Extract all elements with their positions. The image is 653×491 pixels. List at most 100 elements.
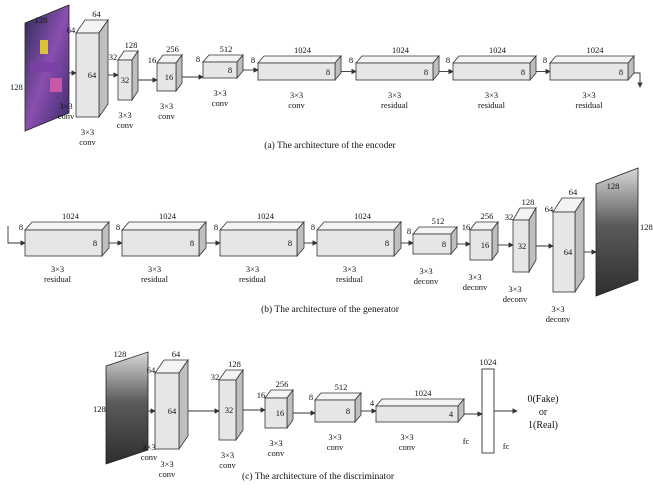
seg-region-1	[30, 62, 60, 72]
discriminator-block-3-depth-label: 8	[308, 392, 314, 402]
output-fake-label: 0(Fake)	[527, 394, 559, 405]
encoder-block-0-front	[75, 32, 100, 118]
generator-output-height-label: 128	[640, 222, 653, 232]
discriminator-block-2-height-label: 256	[275, 379, 289, 389]
generator-block-6-front	[512, 219, 530, 273]
generator-block-3-depth-label: 8	[310, 222, 316, 232]
generator-block-7-width-label: 64	[563, 247, 573, 257]
discriminator-block-4-front	[375, 405, 459, 423]
discriminator-block-4-height-label: 1024	[414, 388, 432, 398]
encoder-block-4-height-label: 1024	[294, 45, 311, 55]
encoder-exit-arrow	[634, 72, 643, 88]
discriminator-output: 0(Fake) or 1(Real)	[527, 393, 558, 432]
encoder-block-7-front	[549, 62, 629, 81]
encoder-block-1-height-label: 128	[124, 40, 138, 50]
generator-block-2-top	[219, 221, 305, 231]
generator-block-7-depth-label: 64	[544, 204, 554, 214]
discriminator-block-0-depth-label: 64	[146, 365, 156, 375]
discriminator-fc-height-label: 1024	[479, 357, 497, 367]
generator-block-7-height-label: 64	[568, 187, 578, 197]
generator-block-5-depth-label: 16	[461, 222, 471, 232]
discriminator-block-1-side	[235, 368, 244, 442]
generator-block-7-front	[552, 211, 576, 293]
generator-block-3-top	[316, 221, 402, 231]
encoder-block-0-height-label: 64	[92, 9, 101, 19]
discriminator-block-3-height-label: 512	[334, 382, 348, 392]
encoder-block-2-width-label: 16	[164, 72, 174, 82]
output-or-label: or	[538, 407, 548, 418]
discriminator-caption: (c) The architecture of the discriminato…	[241, 472, 395, 482]
discriminator-block-0-height-label: 64	[171, 349, 181, 359]
encoder-block-1-side	[131, 49, 139, 102]
encoder-block-5-front	[355, 62, 434, 81]
generator-block-3-width-label: 8	[384, 238, 390, 248]
discriminator-block-3-width-label: 8	[345, 406, 351, 416]
generator-block-0-front	[24, 229, 103, 257]
generator-block-4-height-label: 512	[431, 216, 445, 226]
discriminator-block-2-depth-label: 16	[256, 390, 266, 400]
discriminator-block-3-front	[314, 399, 356, 423]
encoder-block-0-width-label: 64	[87, 70, 97, 80]
discriminator-block-2-width-label: 16	[275, 408, 285, 418]
generator-block-6-depth-label: 32	[504, 212, 514, 222]
encoder-block-3-height-label: 512	[219, 44, 233, 54]
encoder-block-3-width-label: 8	[227, 65, 233, 75]
generator-block-5-front	[469, 229, 493, 261]
discriminator-block-3-top	[314, 392, 362, 401]
encoder-block-7-top	[549, 55, 635, 64]
encoder-block-6-height-label: 1024	[489, 45, 506, 55]
encoder-block-2-depth-label: 16	[147, 55, 157, 65]
encoder-caption: (a) The architecture of the encoder	[264, 141, 396, 151]
encoder-block-3-top	[202, 54, 244, 63]
generator-block-4-front	[412, 233, 452, 255]
discriminator-block-4-top	[375, 398, 465, 407]
discriminator-block-0-front	[154, 372, 180, 450]
encoder-block-6-depth-label: 8	[445, 55, 451, 65]
generator-block-4-top	[412, 226, 458, 235]
generator-block-0-width-label: 8	[92, 238, 98, 248]
generator-block-4-width-label: 8	[441, 239, 447, 249]
generator-block-6-width-label: 32	[517, 241, 527, 251]
discriminator-block-0-side	[178, 358, 189, 451]
generator-output-width-label: 128	[606, 181, 620, 191]
discriminator-input-width-label: 128	[113, 349, 127, 359]
output-real-label: 1(Real)	[527, 420, 558, 431]
encoder-input-width-label: 128	[34, 15, 48, 25]
discriminator-block-1-depth-label: 32	[210, 372, 220, 382]
generator-block-2-depth-label: 8	[213, 222, 219, 232]
encoder-block-6-front	[452, 62, 531, 81]
generator-block-1-width-label: 8	[189, 238, 195, 248]
generator-block-2-front	[219, 229, 298, 257]
encoder-block-1-width-label: 32	[120, 75, 130, 85]
discriminator-block-1-front	[218, 379, 237, 441]
encoder-block-6-top	[452, 55, 537, 64]
encoder-block-1-front	[117, 59, 133, 101]
encoder-block-3-depth-label: 8	[195, 54, 201, 64]
encoder-block-5-depth-label: 8	[348, 55, 354, 65]
discriminator-fc-block	[481, 368, 495, 454]
encoder-block-7-height-label: 1024	[586, 45, 604, 55]
generator-block-0-top	[24, 221, 110, 231]
generator-block-0-depth-label: 8	[18, 222, 24, 232]
encoder-block-5-height-label: 1024	[392, 45, 409, 55]
generator-block-2-height-label: 1024	[257, 211, 274, 221]
discriminator-fc-op-label: fc	[502, 441, 510, 451]
encoder-block-4-front	[257, 62, 336, 81]
discriminator-block-2-front	[264, 397, 288, 429]
encoder-block-2-front	[156, 62, 177, 92]
seg-region-2	[40, 40, 48, 54]
generator-block-1-front	[121, 229, 200, 257]
generator-block-1-depth-label: 8	[115, 222, 121, 232]
